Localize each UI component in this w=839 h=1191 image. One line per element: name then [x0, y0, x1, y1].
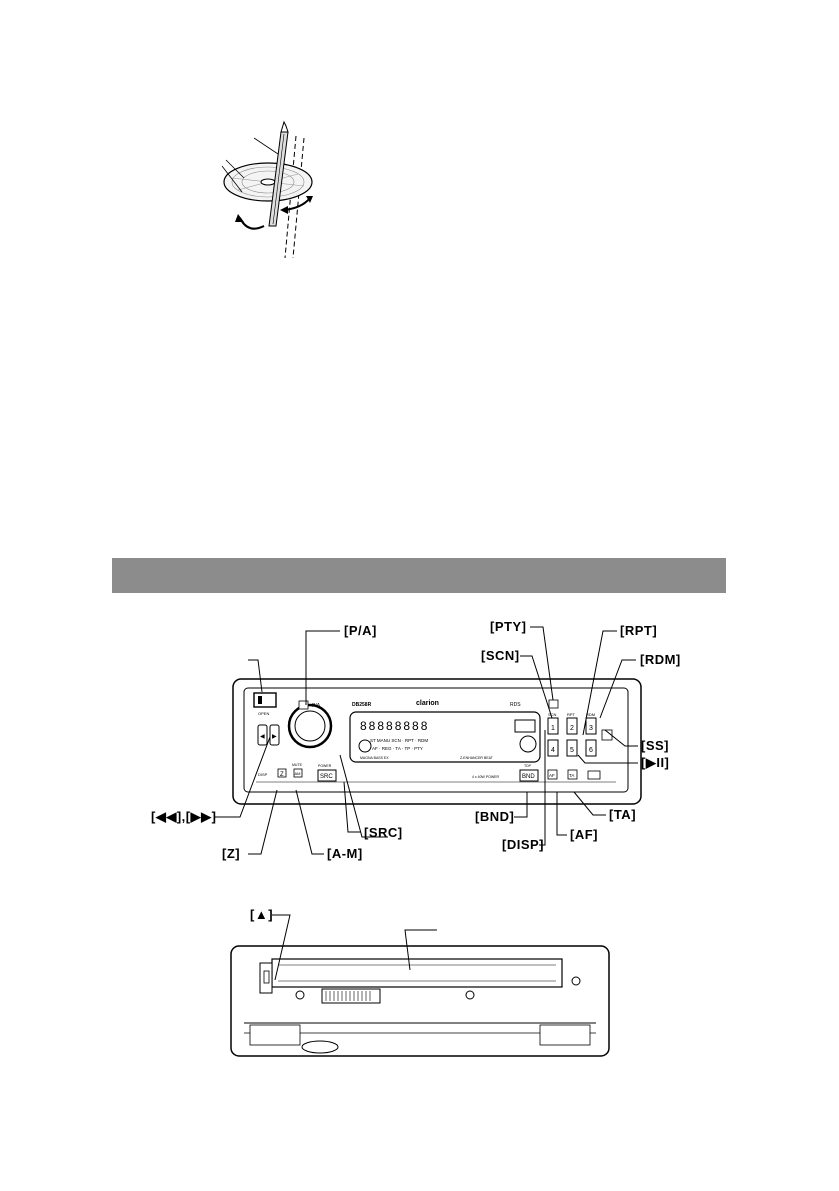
- brand-label: clarion: [416, 700, 439, 707]
- callout-rdm: [RDM]: [640, 652, 681, 667]
- btn-am-label: AM: [295, 771, 301, 776]
- model-label: DB258R: [352, 702, 372, 708]
- preset-label-2: RPT: [567, 712, 576, 717]
- preset-label-1: SCN: [548, 712, 557, 717]
- disp-small-label: DISP: [258, 772, 268, 777]
- btn-ta-label: TA: [569, 773, 574, 778]
- callout-disp: [DISP]: [502, 837, 544, 852]
- callout-play-pause: [▶II]: [641, 755, 670, 770]
- preset-4: 4: [551, 747, 555, 754]
- display-indicators-top: ST MANU SCN · RPT · RDM: [370, 738, 428, 743]
- section-heading-bar: [112, 558, 726, 593]
- front-panel-drawing: OPEN ◀ ▶ 88888888 ST MANU SCN · RPT · RD…: [232, 678, 642, 805]
- callout-am: [A-M]: [327, 846, 363, 861]
- mute-label: MUTE: [292, 763, 303, 767]
- btn-src-label: SRC: [320, 774, 333, 780]
- open-label: OPEN: [258, 711, 269, 716]
- callout-src: [SRC]: [364, 825, 403, 840]
- callout-seek: [◀◀],[▶▶]: [151, 809, 217, 824]
- btn-bnd-label: BND: [522, 774, 535, 780]
- btn-pa-label: P/A: [312, 703, 321, 709]
- callout-af: [AF]: [570, 827, 598, 842]
- disc-handling-illustration: [221, 120, 313, 259]
- preset-1: 1: [551, 725, 555, 732]
- display-footer-right: Z-ENHANCER BEAT: [460, 756, 494, 760]
- front-panel-leader-lines: [215, 626, 638, 855]
- preset-3: 3: [589, 725, 593, 732]
- callout-bnd: [BND]: [475, 809, 515, 824]
- callout-ss: [SS]: [641, 738, 669, 753]
- preset-2: 2: [570, 725, 574, 732]
- callout-pa: [P/A]: [344, 623, 377, 638]
- callout-rpt: [RPT]: [620, 623, 658, 638]
- callout-eject: [▲]: [250, 907, 274, 922]
- preset-5: 5: [570, 747, 574, 754]
- btn-af-label: AF: [549, 773, 555, 778]
- btn-z-label: Z: [280, 772, 284, 778]
- preset-6: 6: [589, 747, 593, 754]
- power-label: POWER: [318, 764, 332, 768]
- display-footer-left: MAGNA BASS EX: [360, 756, 389, 760]
- callout-scn: [SCN]: [481, 648, 520, 663]
- watt-label: 4 x 40W POWER: [472, 775, 500, 779]
- svg-text:▶: ▶: [272, 734, 277, 740]
- svg-text:◀: ◀: [260, 734, 265, 740]
- rear-panel-drawing: [230, 945, 610, 1057]
- preset-label-3: RDM: [586, 712, 595, 717]
- display-segments: 88888888: [360, 719, 429, 733]
- callout-z: [Z]: [222, 846, 241, 861]
- callout-pty: [PTY]: [490, 619, 527, 634]
- display-indicators-bottom: AF · REG · TA · TP · PTY: [372, 746, 423, 751]
- callout-ta: [TA]: [609, 807, 637, 822]
- rds-mark: RDS: [510, 702, 521, 708]
- tdp-label: TDP: [524, 764, 532, 768]
